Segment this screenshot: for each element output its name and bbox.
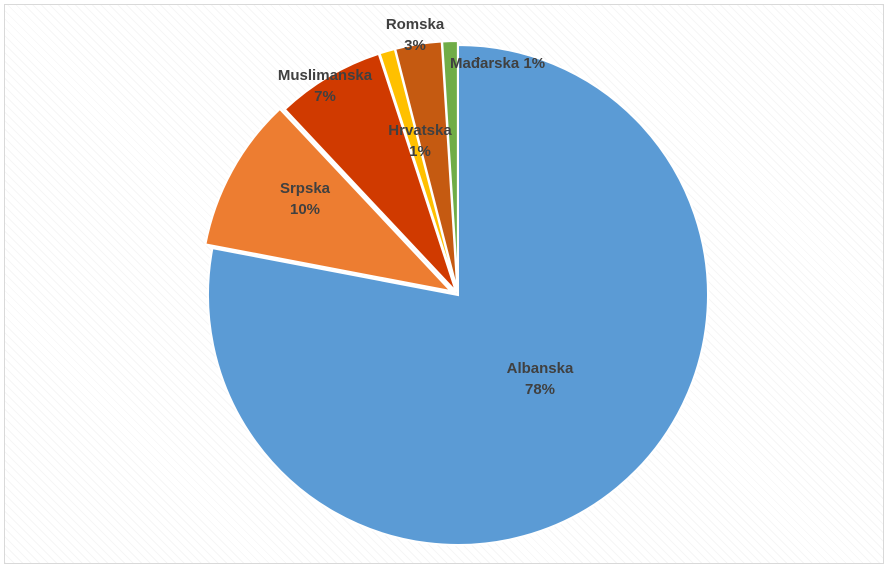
pie-slice-muslimanska [283,52,457,293]
slices-layer [204,40,709,546]
pie-slice-srpska [204,107,454,293]
pie-slice-albanska [207,43,709,546]
pie-slice-mađarska [441,40,459,292]
slice-label-mađarska: Mađarska 1% [450,55,545,72]
